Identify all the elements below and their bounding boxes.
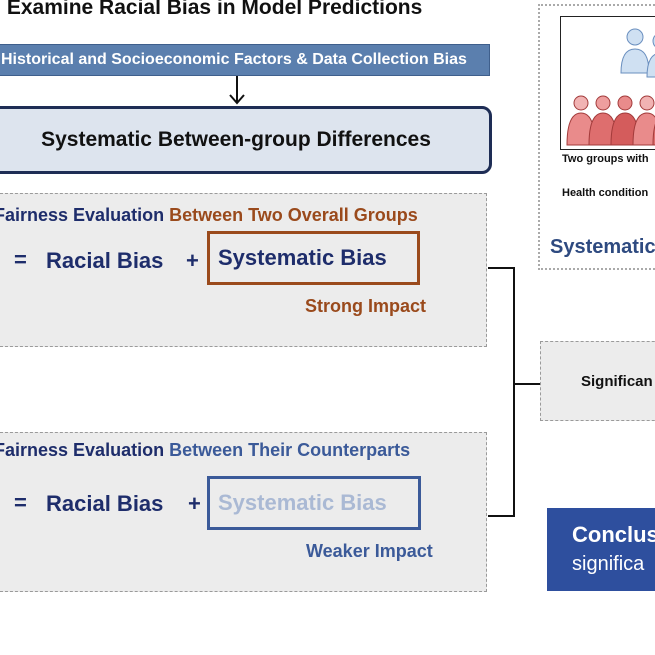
overall-plus-sign: + — [186, 248, 199, 273]
systematic-differences-label: Systematic Between-group Differences — [41, 128, 431, 151]
overall-racial-bias: Racial Bias — [46, 248, 164, 273]
counterparts-systematic-bias-box: Systematic Bias — [207, 476, 421, 530]
counterparts-heading-prefix: Fairness Evaluation — [0, 440, 165, 460]
counterparts-equals-sign: = — [14, 490, 27, 515]
systematic-right-label: Systematic — [550, 236, 655, 258]
strong-impact-label: Strong Impact — [305, 296, 427, 316]
diagram-title: ) Examine Racial Bias in Model Predictio… — [0, 0, 423, 19]
overall-equals-sign: = — [14, 247, 27, 272]
counterparts-plus-sign: + — [188, 491, 201, 516]
counterparts-heading: Fairness Evaluation Between Their Counte… — [0, 440, 410, 461]
overall-groups-heading: Fairness Evaluation Between Two Overall … — [0, 205, 418, 226]
significance-box — [540, 341, 655, 421]
overall-systematic-bias-box: Systematic Bias — [207, 231, 420, 285]
groups-illustration — [560, 16, 655, 150]
down-arrow — [229, 76, 245, 105]
two-groups-caption: Two groups with — [562, 153, 649, 165]
counterparts-panel — [0, 432, 487, 592]
counterparts-heading-suffix: Between Their Counterparts — [169, 440, 411, 460]
significance-label: Significan — [581, 373, 653, 390]
conclusion-text: significa — [572, 553, 645, 575]
overall-heading-prefix: Fairness Evaluation — [0, 205, 165, 225]
conclusion-box — [547, 508, 655, 591]
factors-bar: Historical and Socioeconomic Factors & D… — [0, 44, 490, 76]
people-groups-icon — [566, 28, 655, 146]
systematic-illustration-panel — [538, 4, 655, 270]
health-condition-caption: Health condition — [562, 187, 649, 199]
overall-heading-suffix: Between Two Overall Groups — [169, 205, 418, 225]
systematic-differences-box: Systematic Between-group Differences — [0, 106, 492, 174]
counterparts-racial-bias: Racial Bias — [46, 491, 164, 516]
conclusion-title: Conclus — [572, 522, 655, 547]
overall-groups-panel — [0, 193, 487, 347]
weaker-impact-label: Weaker Impact — [306, 541, 433, 561]
bracket-connector — [488, 267, 542, 517]
